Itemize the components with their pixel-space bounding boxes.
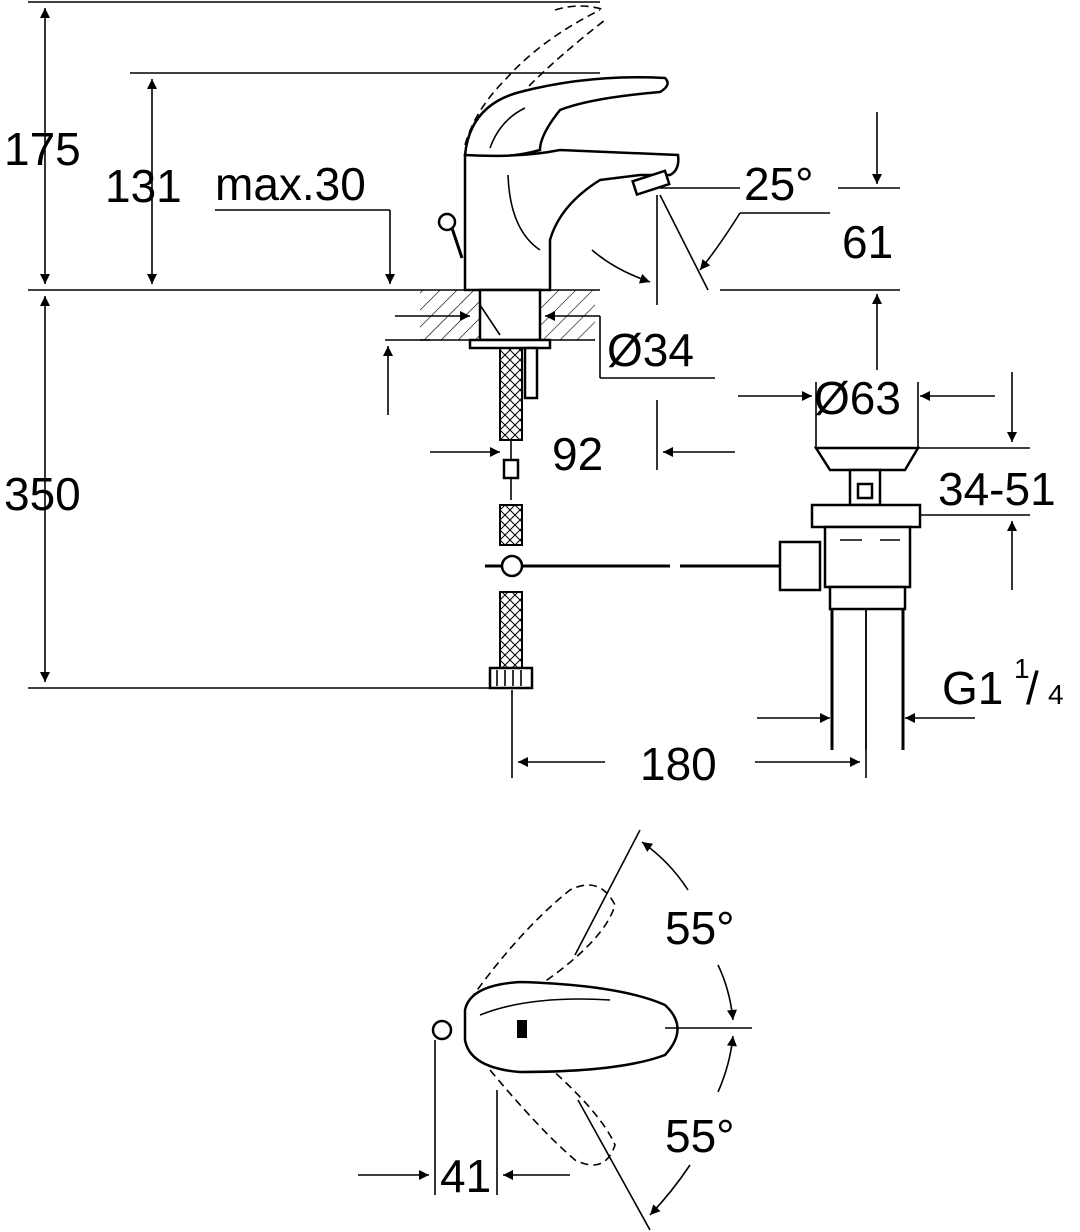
rotated-handle-left: [469, 884, 616, 1001]
hose-braided-upper: [499, 347, 523, 441]
label-175: 175: [4, 123, 81, 175]
hose-braided-lower: [499, 591, 523, 669]
label-131: 131: [105, 160, 182, 212]
label-d63: Ø63: [814, 372, 901, 424]
drain-assembly: [778, 446, 922, 750]
top-view: [358, 829, 752, 1231]
lever-top-highlight: [479, 998, 611, 1016]
hose-braided-mid: [499, 504, 523, 546]
popup-rod-lower: [523, 346, 539, 400]
counter-section-left: [420, 290, 480, 340]
drain-stem-nut: [856, 482, 874, 500]
label-d34: Ø34: [607, 324, 694, 376]
lever-indicator: [517, 1020, 527, 1038]
label-thread-main: G1: [942, 662, 1003, 714]
label-61: 61: [842, 216, 893, 268]
body-shading-line: [507, 174, 541, 251]
raised-handle-outline-a: [464, 9, 601, 146]
label-thread-slash: /: [1026, 662, 1039, 714]
shank-housing: [478, 288, 542, 342]
lever-handle: [463, 76, 669, 158]
linkage-clamp: [500, 554, 524, 578]
drain-lower-collar: [828, 585, 907, 611]
angle-ray-bottom: [577, 1099, 651, 1231]
counter-section-right: [540, 290, 595, 340]
drain-cap: [813, 446, 921, 472]
raised-handle-tip: [554, 5, 606, 11]
drain-body: [823, 525, 912, 589]
label-25deg: 25°: [744, 158, 814, 210]
angle-arc-top-b: [717, 964, 737, 1021]
lever-top-view: [463, 980, 679, 1074]
label-350: 350: [4, 468, 81, 520]
label-180: 180: [640, 738, 717, 790]
angle-ray: [659, 194, 709, 291]
rotated-handle-right: [489, 1054, 616, 1166]
aerator: [631, 169, 671, 197]
faucet-body: [420, 5, 785, 690]
angle-arc-bottom-a: [717, 1035, 737, 1093]
popup-knob-top: [431, 1019, 453, 1041]
label-thread-num: 1: [1014, 653, 1030, 684]
popup-knob: [437, 212, 457, 232]
label-max30: max.30: [215, 158, 366, 210]
popup-rod: [450, 227, 464, 259]
label-3451: 34-51: [938, 463, 1056, 515]
label-55-bottom: 55°: [665, 1110, 735, 1162]
angle-ray-top: [574, 829, 641, 956]
label-92: 92: [552, 428, 603, 480]
drain-linkage-nut: [778, 540, 822, 592]
angle-arc-top-a: [641, 841, 689, 891]
label-thread-den: 4: [1048, 679, 1064, 710]
dimension-labels: 175 131 max.30 25° 61 Ø34 Ø63 92 34-51 3…: [4, 123, 1064, 1202]
angle-arc-left: [591, 249, 651, 284]
faucet-spout-body: [463, 148, 680, 292]
hose-connector: [502, 458, 520, 480]
shank-detail-a: [479, 304, 501, 336]
lever-detail: [489, 107, 526, 149]
label-41: 41: [440, 1150, 491, 1202]
drain-flange: [810, 503, 922, 529]
label-55-top: 55°: [665, 902, 735, 954]
angle-arc-bottom-b: [649, 1164, 691, 1216]
angle-arc-right: [699, 212, 741, 271]
